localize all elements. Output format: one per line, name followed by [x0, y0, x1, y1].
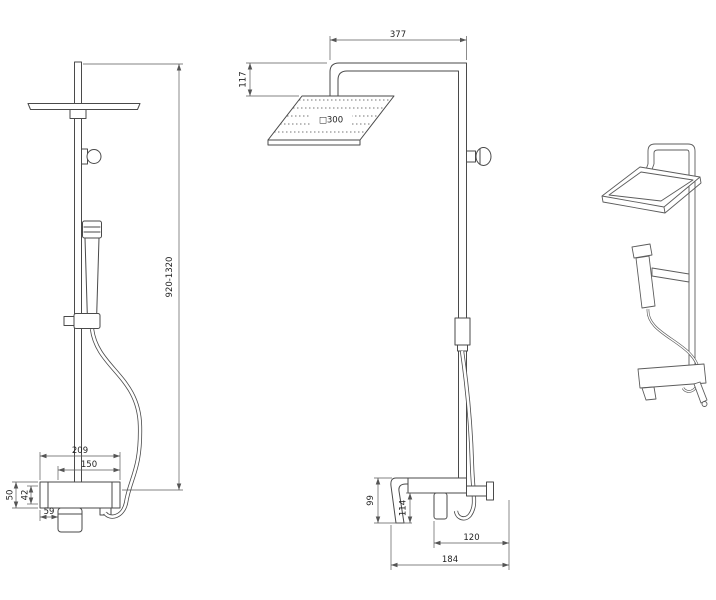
front-mixer-handle	[57, 507, 83, 533]
front-head-connector	[69, 109, 87, 119]
persp-rain-head-inner	[608, 171, 694, 202]
persp-mixer-body	[637, 363, 707, 389]
persp-arm-column-outer	[647, 143, 696, 368]
dim-label-spout-height: 99	[366, 495, 376, 506]
front-slider-knob	[63, 316, 75, 326]
persp-arm-column-inner	[653, 149, 690, 368]
dim-label-arm-reach: 377	[390, 30, 406, 40]
persp-slider-bracket	[651, 267, 690, 283]
side-coupling	[454, 317, 471, 346]
side-mixer-body	[407, 477, 467, 494]
head-size-label-backing	[310, 114, 352, 125]
front-holder-knob	[86, 149, 102, 164]
persp-mixer-lever	[693, 381, 708, 404]
persp-spout	[641, 386, 657, 401]
dim-label-total-depth: 184	[442, 555, 458, 565]
dim-label-body-width: 209	[72, 446, 88, 456]
front-rain-head	[27, 103, 141, 110]
side-arm-column-outer	[329, 62, 467, 479]
persp-rain-head	[601, 166, 701, 208]
persp-lever-knob	[701, 401, 708, 407]
dim-label-inner-height: 42	[21, 490, 31, 501]
side-wall-stem	[466, 485, 487, 497]
side-mixer-handle	[433, 492, 448, 520]
dim-label-outlet-drop: 114	[399, 500, 409, 516]
side-arm-column-inner	[337, 70, 459, 479]
side-rain-head-thickness	[267, 139, 361, 146]
side-diverter-stem	[466, 150, 476, 163]
front-column	[74, 118, 82, 488]
dim-label-arm-drop: 117	[239, 71, 249, 87]
front-hose-core	[90, 328, 142, 518]
side-coupling-step	[457, 344, 468, 352]
front-view: 920-1320 209 150 50 42 59	[6, 61, 183, 533]
dim-label-inner-width: 150	[81, 460, 97, 470]
dim-label-handle-offset: 59	[44, 507, 55, 517]
side-wall-flange	[486, 481, 494, 501]
dim-label-body-height: 50	[6, 490, 16, 501]
front-upper-pipe	[74, 61, 82, 105]
side-diverter-knob	[475, 147, 492, 166]
persp-handshower-handle	[635, 255, 656, 309]
front-handshower-head	[82, 220, 102, 239]
side-view: □300 377 117 99 114 120	[239, 30, 510, 570]
front-slider-bracket	[73, 313, 101, 329]
dim-label-head-size: □300	[319, 116, 343, 126]
dim-label-body-depth: 120	[463, 533, 479, 543]
dim-label-total-height: 920-1320	[165, 257, 175, 298]
persp-handshower-head	[631, 243, 653, 259]
perspective-view	[601, 143, 708, 407]
front-mixer-body	[39, 481, 121, 509]
persp-rain-head-thickness	[601, 176, 702, 214]
front-handshower-handle	[84, 237, 100, 322]
